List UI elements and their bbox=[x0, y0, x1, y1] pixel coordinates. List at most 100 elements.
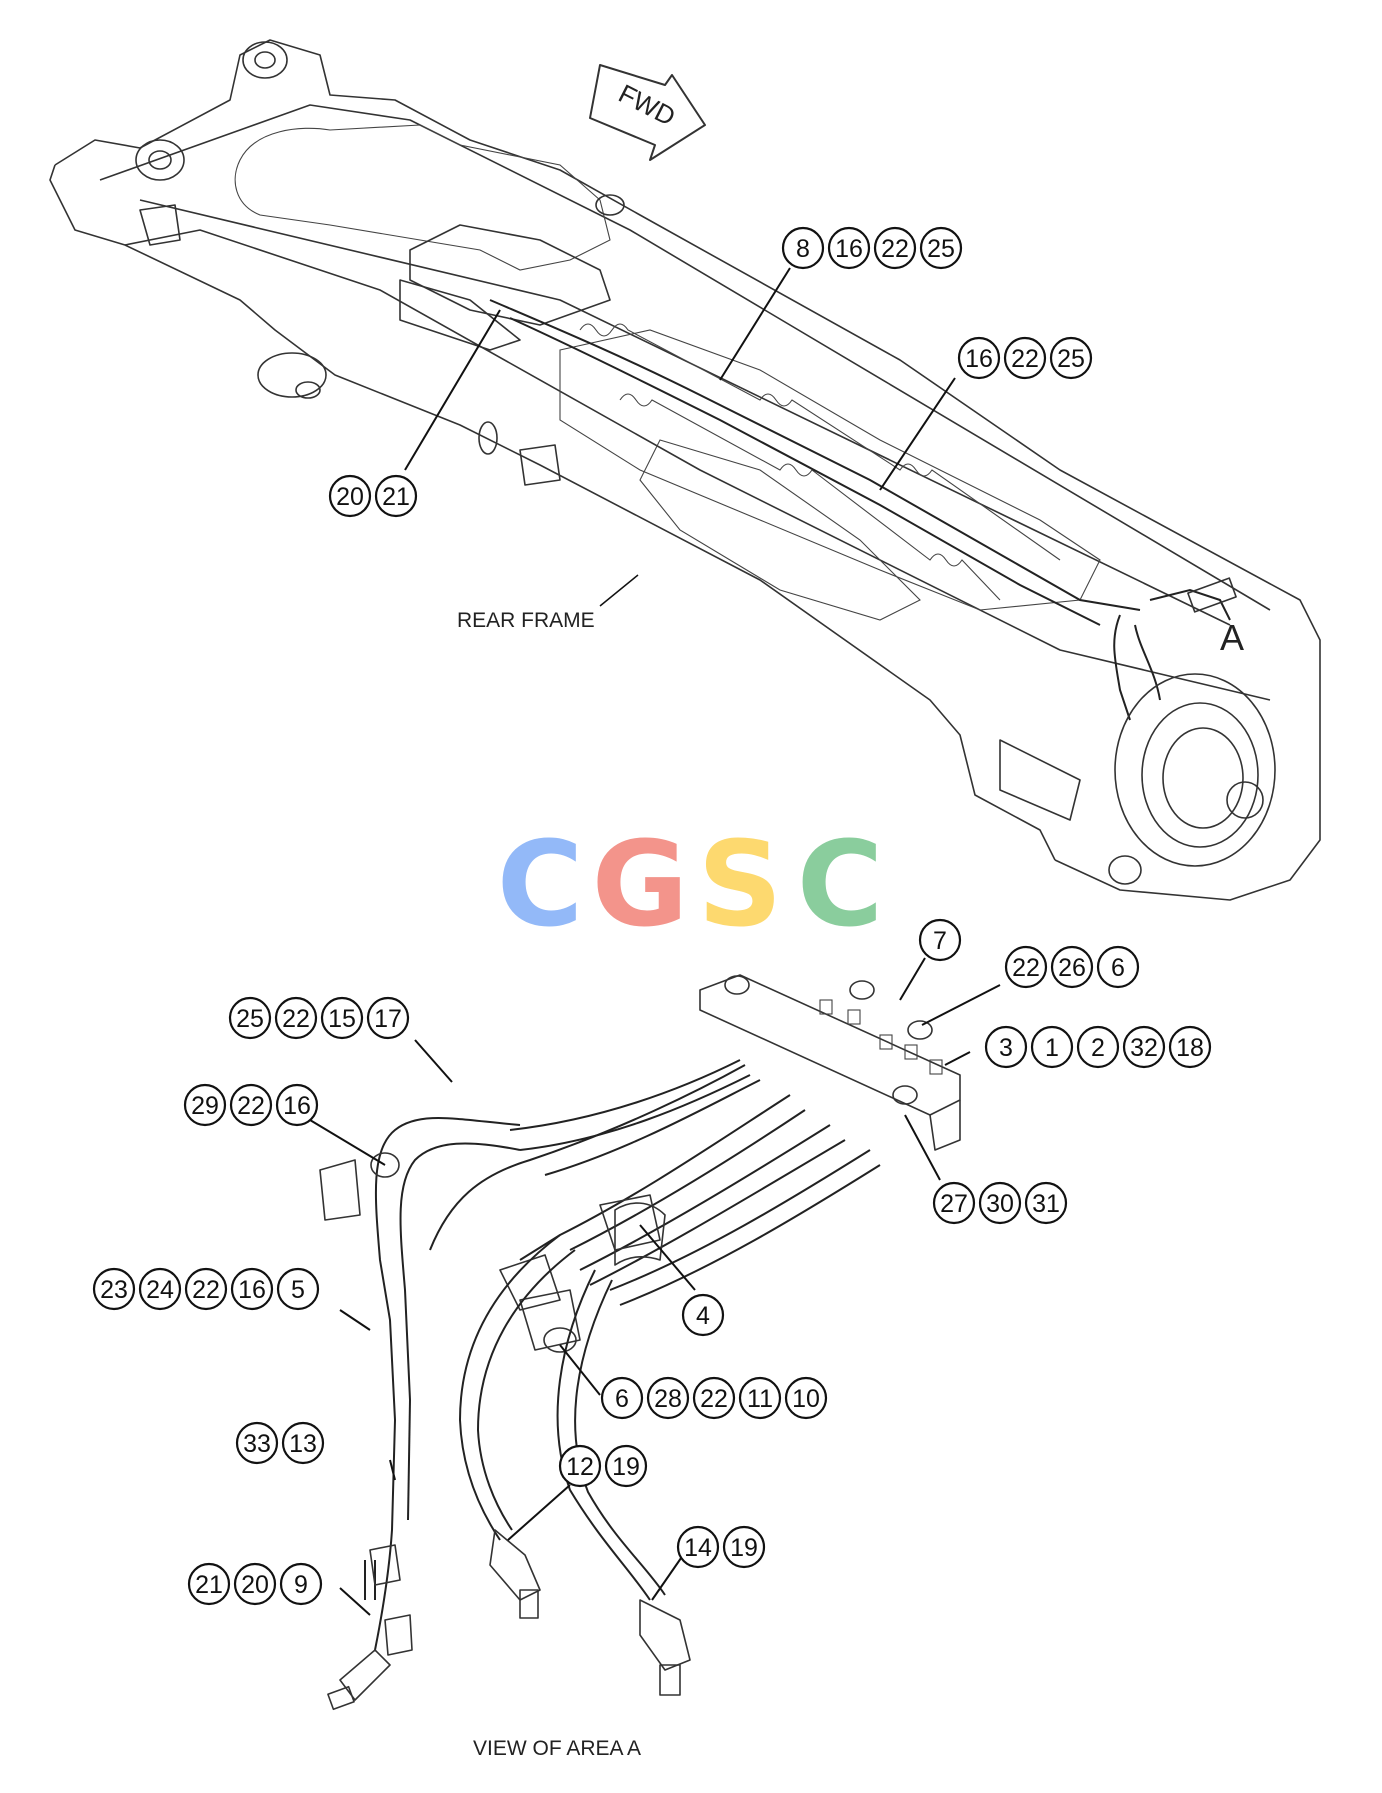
callout-number: 8 bbox=[796, 235, 810, 263]
callout-number: 17 bbox=[374, 1005, 402, 1033]
callout-circle bbox=[274, 996, 318, 1040]
callout-number: 7 bbox=[933, 927, 947, 955]
callout-circle bbox=[692, 1376, 736, 1420]
leader-lines bbox=[309, 267, 1001, 1616]
callout-number: 32 bbox=[1130, 1034, 1158, 1062]
callout-circle bbox=[604, 1444, 648, 1488]
callout-circle bbox=[320, 996, 364, 1040]
callout-circle bbox=[1076, 1025, 1120, 1069]
callout-circle bbox=[738, 1376, 782, 1420]
callout-number: 26 bbox=[1058, 954, 1086, 982]
callout-number: 15 bbox=[328, 1005, 356, 1033]
callout-number: 6 bbox=[1111, 954, 1125, 982]
watermark-letter-c1: C bbox=[497, 815, 584, 953]
callout-circle bbox=[646, 1376, 690, 1420]
callout-circle bbox=[1168, 1025, 1212, 1069]
callout-circle bbox=[276, 1267, 320, 1311]
callout-group: 16 22 25 bbox=[957, 336, 1093, 380]
callout-number: 6 bbox=[615, 1385, 629, 1413]
callout-circle bbox=[784, 1376, 828, 1420]
callout-number: 3 bbox=[999, 1034, 1013, 1062]
callout-circle bbox=[957, 336, 1001, 380]
callout-circle bbox=[1050, 945, 1094, 989]
callout-circle bbox=[676, 1525, 720, 1569]
callout-circle bbox=[1004, 945, 1048, 989]
callout-circle bbox=[366, 996, 410, 1040]
callout-number: 28 bbox=[654, 1385, 682, 1413]
callout-circle bbox=[235, 1421, 279, 1465]
callout-number: 22 bbox=[192, 1276, 220, 1304]
callout-number: 30 bbox=[986, 1190, 1014, 1218]
callout-number: 16 bbox=[283, 1092, 311, 1120]
callout-circle bbox=[328, 474, 372, 518]
callout-group: 29 22 16 bbox=[183, 1083, 319, 1127]
callout-circle bbox=[138, 1267, 182, 1311]
callout-number: 9 bbox=[294, 1571, 308, 1599]
callout-circle bbox=[827, 226, 871, 270]
callout-number: 20 bbox=[241, 1571, 269, 1599]
callout-circle bbox=[722, 1525, 766, 1569]
callout-circle bbox=[374, 474, 418, 518]
callout-circle bbox=[919, 226, 963, 270]
callout-circle bbox=[187, 1562, 231, 1606]
callout-number: 5 bbox=[291, 1276, 305, 1304]
callout-number: 20 bbox=[336, 483, 364, 511]
callout-circle bbox=[1003, 336, 1047, 380]
callout-number: 4 bbox=[696, 1302, 710, 1330]
callout-number: 27 bbox=[940, 1190, 968, 1218]
callout-number: 18 bbox=[1176, 1034, 1204, 1062]
callout-circle bbox=[873, 226, 917, 270]
callout-circle bbox=[1024, 1181, 1068, 1225]
callout-circle bbox=[233, 1562, 277, 1606]
callout-circle bbox=[1049, 336, 1093, 380]
callout-circle bbox=[781, 226, 825, 270]
callout-circle bbox=[1096, 945, 1140, 989]
callout-group: 27 30 31 bbox=[932, 1181, 1068, 1225]
callout-group: 14 19 bbox=[676, 1525, 766, 1569]
watermark-letter-g: G bbox=[592, 815, 689, 953]
callout-circle bbox=[230, 1267, 274, 1311]
callout-circle bbox=[1030, 1025, 1074, 1069]
callout-number: 21 bbox=[195, 1571, 223, 1599]
callout-circle bbox=[281, 1421, 325, 1465]
callout-group: 7 bbox=[918, 918, 962, 962]
callout-circle bbox=[600, 1376, 644, 1420]
callout-number: 22 bbox=[1012, 954, 1040, 982]
callout-number: 2 bbox=[1091, 1034, 1105, 1062]
callout-number: 11 bbox=[747, 1385, 773, 1413]
callout-number: 25 bbox=[236, 1005, 264, 1033]
callout-number: 29 bbox=[191, 1092, 219, 1120]
callout-number: 22 bbox=[237, 1092, 265, 1120]
watermark-letter-c2: C bbox=[797, 815, 884, 953]
callout-circle bbox=[184, 1267, 228, 1311]
callout-number: 22 bbox=[1011, 345, 1039, 373]
callout-number: 33 bbox=[243, 1430, 271, 1458]
callout-number: 14 bbox=[684, 1534, 712, 1562]
callout-number: 25 bbox=[1057, 345, 1085, 373]
callout-circle bbox=[558, 1444, 602, 1488]
rear-frame-drawing bbox=[49, 39, 1321, 901]
callout-number: 31 bbox=[1032, 1190, 1060, 1218]
watermark-letter-s: S bbox=[698, 815, 783, 953]
watermark-logo: C G S C bbox=[497, 815, 884, 953]
rear-frame-label: REAR FRAME bbox=[457, 609, 595, 632]
callout-number: 16 bbox=[835, 235, 863, 263]
callout-circle bbox=[984, 1025, 1028, 1069]
callout-group: 4 bbox=[681, 1293, 725, 1337]
callout-circle bbox=[229, 1083, 273, 1127]
callout-number: 19 bbox=[730, 1534, 758, 1562]
callout-circle bbox=[681, 1293, 725, 1337]
area-a-detail-drawing bbox=[319, 974, 961, 1711]
callout-circle bbox=[228, 996, 272, 1040]
callout-number: 16 bbox=[965, 345, 993, 373]
view-label: VIEW OF AREA A bbox=[473, 1737, 642, 1760]
